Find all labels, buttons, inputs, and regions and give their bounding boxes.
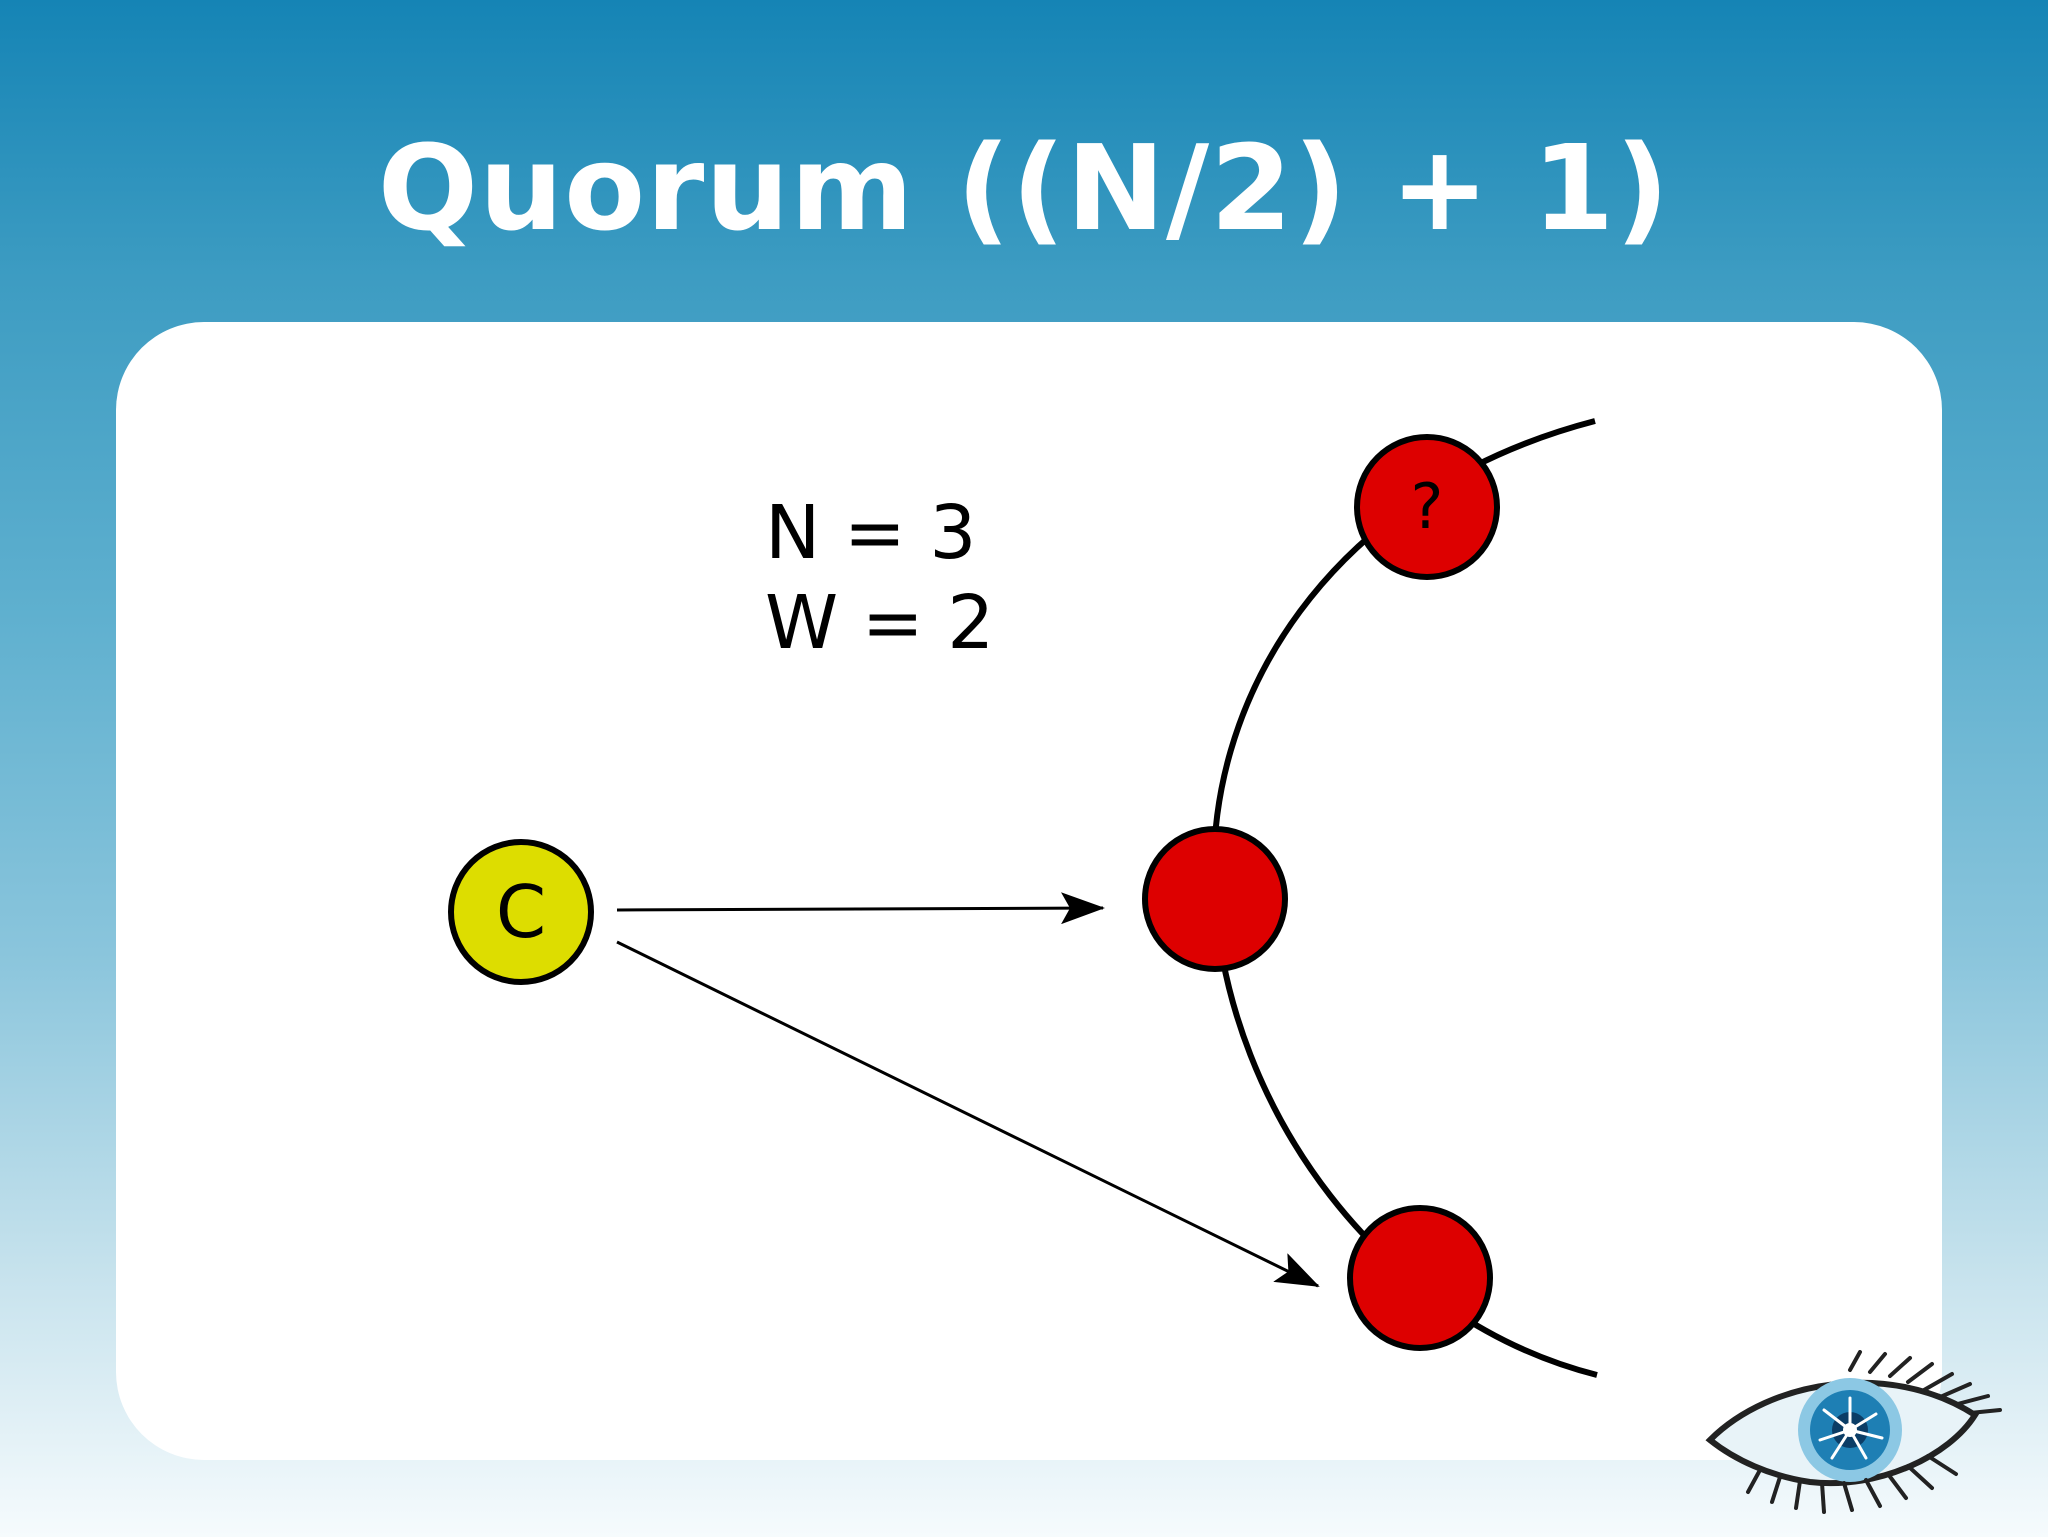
slide-title: Quorum ((N/2) + 1) [377,119,1671,257]
replica-node-unknown: ? [1354,434,1500,580]
unknown-node-label: ? [1411,470,1444,543]
eye-logo-icon [1705,1350,2002,1514]
write-arrow-bottom [616,940,1320,1288]
replica-node-middle [1142,826,1288,972]
diagram-panel [116,322,1942,1460]
write-count-label: W = 2 [765,580,995,666]
client-node: C [448,839,594,985]
replica-node-bottom [1347,1205,1493,1351]
client-node-label: C [496,870,546,954]
quorum-parameters: N = 3 W = 2 [765,488,994,668]
replication-factor-label: N = 3 [765,490,977,576]
write-arrow-top [616,892,1105,925]
